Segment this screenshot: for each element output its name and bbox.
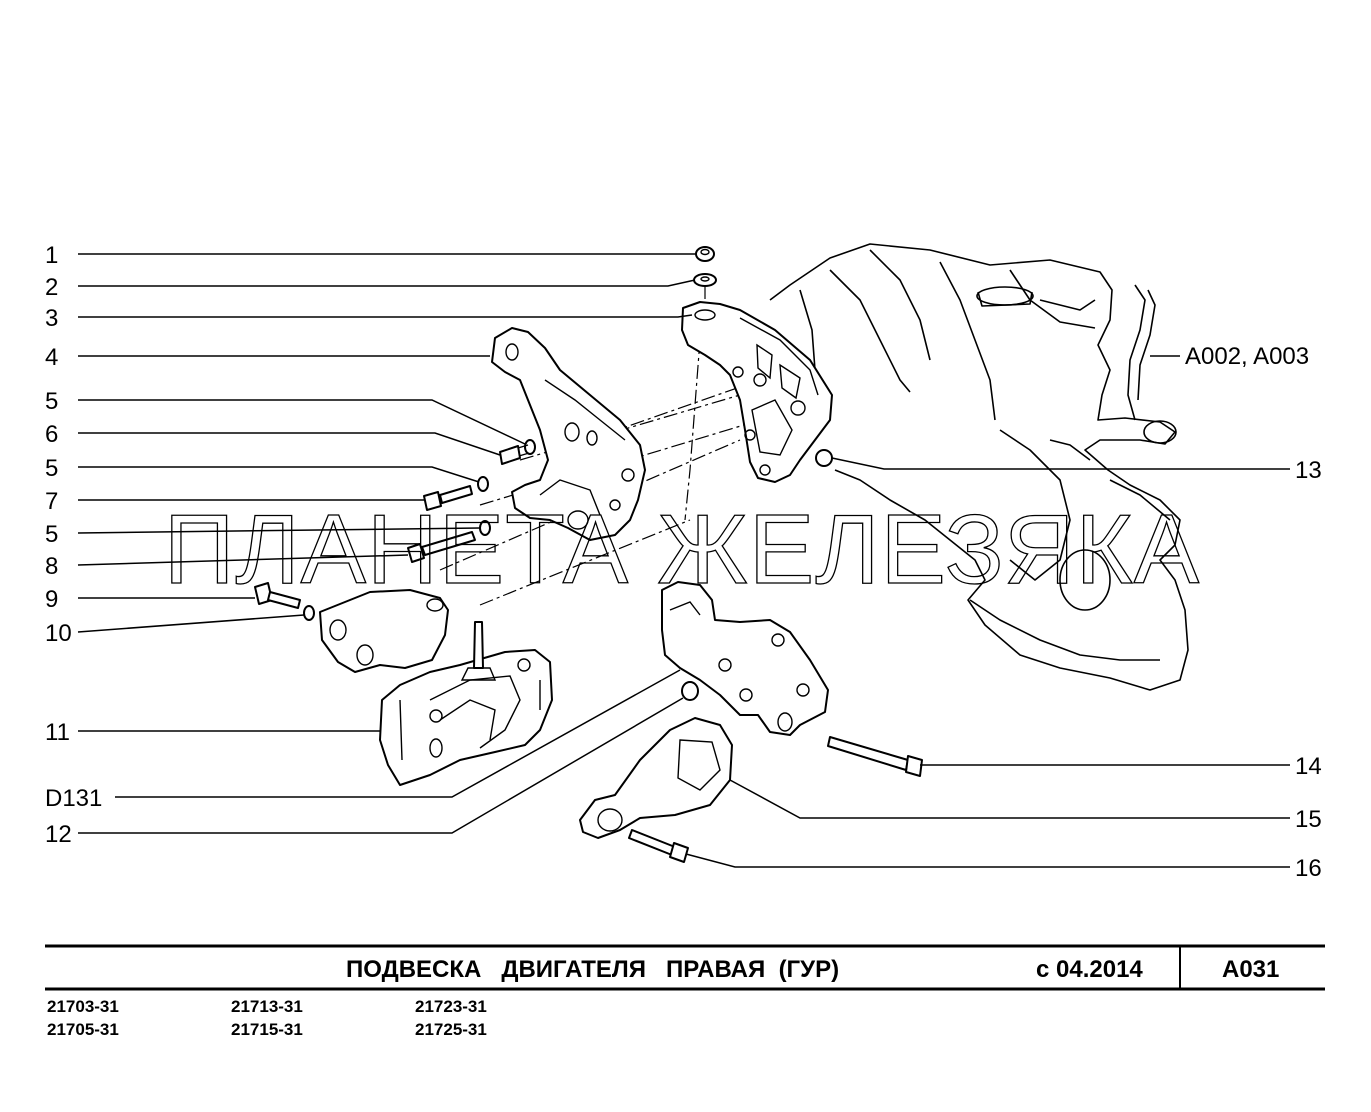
callout-label: 2 (45, 274, 58, 301)
callout-label: 1 (45, 242, 58, 269)
callout-label: 8 (45, 553, 58, 580)
callout-label: 5 (45, 521, 58, 548)
callout-label: 5 (45, 455, 58, 482)
callout-label: A002, A003 (1185, 343, 1309, 370)
model-code: 21703-31 (47, 997, 119, 1016)
callout-label: 16 (1295, 855, 1322, 882)
callouts-left: 1 2 3 4 5 6 5 7 5 8 9 10 11 D131 12 (45, 242, 102, 848)
part-12-bushing (681, 681, 699, 701)
part-9-bolt (254, 582, 301, 609)
part-2-washer (693, 273, 717, 287)
part-6-bolt (499, 444, 530, 465)
callout-label: 9 (45, 586, 58, 613)
callout-label: 15 (1295, 806, 1322, 833)
part-8-bolt (407, 531, 476, 563)
callout-label: 13 (1295, 457, 1322, 484)
part-14-bolt (827, 736, 923, 777)
part-5-washer-a (524, 439, 536, 455)
callout-label: 14 (1295, 753, 1322, 780)
section-code: A031 (1222, 956, 1279, 983)
model-code: 21713-31 (231, 997, 303, 1016)
part-10-washer (303, 605, 315, 621)
engine-block-outline (769, 243, 1189, 691)
part-D131-bracket (661, 581, 829, 736)
part-13-bushing (815, 449, 833, 467)
part-7-bolt (423, 485, 473, 511)
callout-label: 6 (45, 421, 58, 448)
callouts-right: A002, A003 13 14 15 16 (1185, 343, 1322, 882)
model-code: 21723-31 (415, 997, 487, 1016)
callout-label: 4 (45, 344, 58, 371)
part-1-nut (695, 246, 715, 262)
callout-label: 7 (45, 488, 58, 515)
part-15-torque-rod (579, 717, 733, 839)
callout-label: 12 (45, 821, 72, 848)
page-title: ПОДВЕСКА ДВИГАТЕЛЯ ПРАВАЯ (ГУР) (346, 956, 839, 983)
support-plate (319, 589, 449, 673)
watermark: ПЛАНЕТА ЖЕЛЕЗЯКА (164, 494, 1200, 604)
part-11-engine-mount (379, 621, 553, 786)
title-block: ПОДВЕСКА ДВИГАТЕЛЯ ПРАВАЯ (ГУР) с 04.201… (45, 944, 1325, 1039)
leader-lines (77, 253, 1290, 868)
part-4-bracket (491, 327, 646, 541)
part-3-bracket (681, 301, 833, 483)
callout-label: 3 (45, 305, 58, 332)
callout-label: 10 (45, 620, 72, 647)
part-16-bolt (628, 829, 689, 863)
effective-date: с 04.2014 (1036, 956, 1143, 983)
model-code: 21715-31 (231, 1020, 303, 1039)
callout-label: 5 (45, 388, 58, 415)
model-code: 21725-31 (415, 1020, 487, 1039)
callout-label: 11 (45, 719, 70, 746)
model-code: 21705-31 (47, 1020, 119, 1039)
callout-label: D131 (45, 785, 102, 812)
part-5-washer-b (477, 476, 489, 492)
